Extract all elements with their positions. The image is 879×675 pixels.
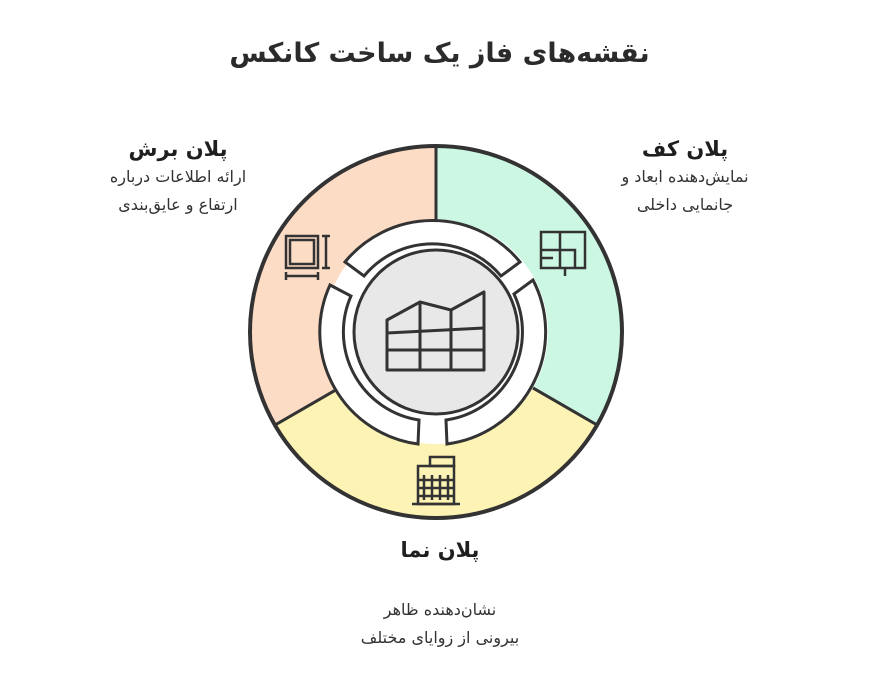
center-hub <box>352 248 520 416</box>
inner-ring-arc-left <box>318 282 421 446</box>
floor-plan-icon <box>539 230 587 276</box>
section-plan-heading: پلان برش <box>128 137 228 161</box>
facade-plan-desc-line1: نشان‌دهنده ظاهر <box>383 600 497 619</box>
section-plan-label: پلان برش ارائه اطلاعات درباره ارتفاع و ع… <box>78 135 278 219</box>
inner-ring-arc-right <box>444 277 548 446</box>
facade-plan-label: پلان نما نشان‌دهنده ظاهر بیرونی از زوایا… <box>300 536 580 652</box>
facade-plan-heading: پلان نما <box>400 538 480 562</box>
floor-plan-desc-line2: جانمایی داخلی <box>636 195 734 214</box>
floor-plan-heading: پلان کف <box>641 137 729 161</box>
building-icon <box>412 455 460 506</box>
section-plan-desc-line2: ارتفاع و عایق‌بندی <box>118 195 238 214</box>
diagram-title: نقشه‌های فاز یک ساخت کانکس <box>229 38 650 69</box>
floor-plan-desc-line1: نمایش‌دهنده ابعاد و <box>621 167 749 186</box>
facade-plan-desc-line2: بیرونی از زوایای مختلف <box>360 628 520 647</box>
section-dimension-icon <box>284 234 330 280</box>
section-plan-desc-line1: ارائه اطلاعات درباره <box>109 167 247 186</box>
blueprint-icon <box>385 290 486 372</box>
inner-ring-arc-top <box>342 219 523 279</box>
floor-plan-label: پلان کف نمایش‌دهنده ابعاد و جانمایی داخل… <box>595 135 775 219</box>
